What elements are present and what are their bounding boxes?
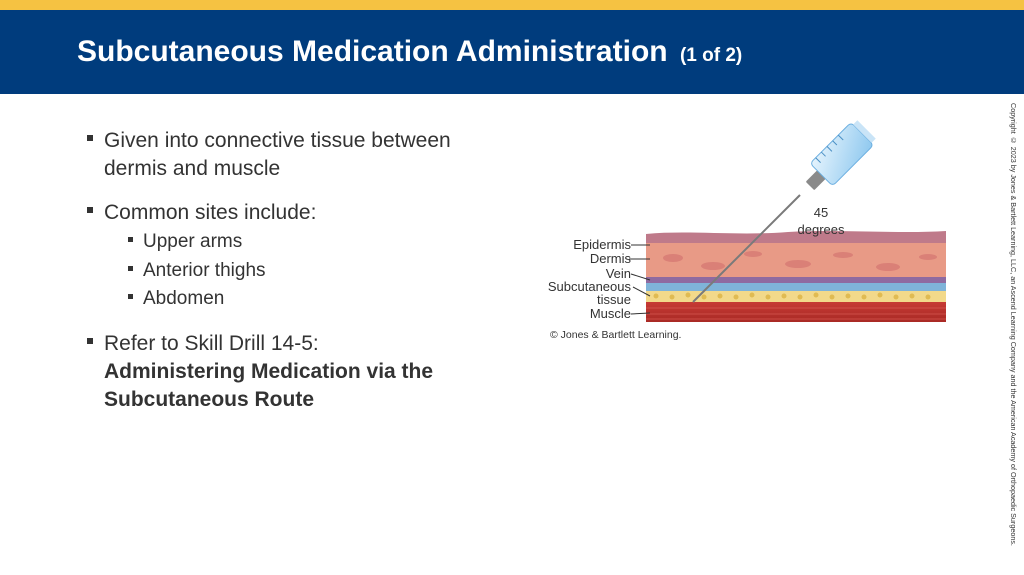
bullet-common-sites: Common sites include: Upper arms Anterio… — [86, 199, 516, 314]
bullet-bold-text: Administering Medication via the Subcuta… — [104, 359, 434, 411]
bullet-skill-drill: Refer to Skill Drill 14-5: Administering… — [86, 330, 516, 414]
muscle-layer — [646, 302, 946, 322]
bullet-text: Common sites include: — [104, 201, 317, 224]
angle-unit: degrees — [798, 222, 845, 237]
label-epidermis: Epidermis — [573, 237, 631, 252]
angle-value: 45 — [814, 205, 828, 220]
needle-hub — [806, 170, 826, 190]
label-dermis: Dermis — [590, 251, 632, 266]
needle — [692, 194, 801, 303]
slide-title-text: Subcutaneous Medication Administration — [77, 35, 668, 68]
bullet-text: Given into connective tissue between der… — [104, 129, 451, 180]
copyright-notice: Copyright © 2023 by Jones & Bartlett Lea… — [1009, 103, 1018, 546]
bullet-connective-tissue: Given into connective tissue between der… — [86, 127, 516, 183]
bullet-text: Refer to Skill Drill 14-5: — [104, 331, 319, 355]
label-subcutaneous: Subcutaneous — [548, 279, 632, 294]
vein-layer — [646, 277, 946, 283]
sub-bullet-list: Upper arms Anterior thighs Abdomen — [104, 228, 516, 314]
slide-title-suffix: (1 of 2) — [679, 45, 743, 66]
sub-bullet-upper-arms: Upper arms — [104, 228, 516, 257]
label-tissue: tissue — [597, 292, 631, 307]
label-muscle: Muscle — [590, 306, 631, 321]
image-credit: © Jones & Bartlett Learning. — [550, 329, 682, 341]
bullet-list: Given into connective tissue between der… — [86, 127, 516, 414]
top-accent-stripe — [0, 0, 1024, 10]
subcutaneous-layer — [646, 291, 946, 302]
label-vein: Vein — [606, 266, 631, 281]
skin-cross-section — [646, 231, 946, 322]
title-bar — [0, 10, 1024, 94]
label-leaders — [629, 244, 651, 315]
sub-bullet-abdomen: Abdomen — [104, 285, 516, 314]
dermis-layer — [646, 243, 946, 277]
epidermis-layer — [646, 231, 946, 244]
slide-title: Subcutaneous Medication Administration (… — [77, 33, 742, 75]
subcutaneous-injection-illustration: Epidermis Dermis Vein Subcutaneous tissu… — [548, 120, 946, 322]
sub-bullet-anterior-thighs: Anterior thighs — [104, 257, 516, 286]
syringe — [692, 120, 876, 303]
